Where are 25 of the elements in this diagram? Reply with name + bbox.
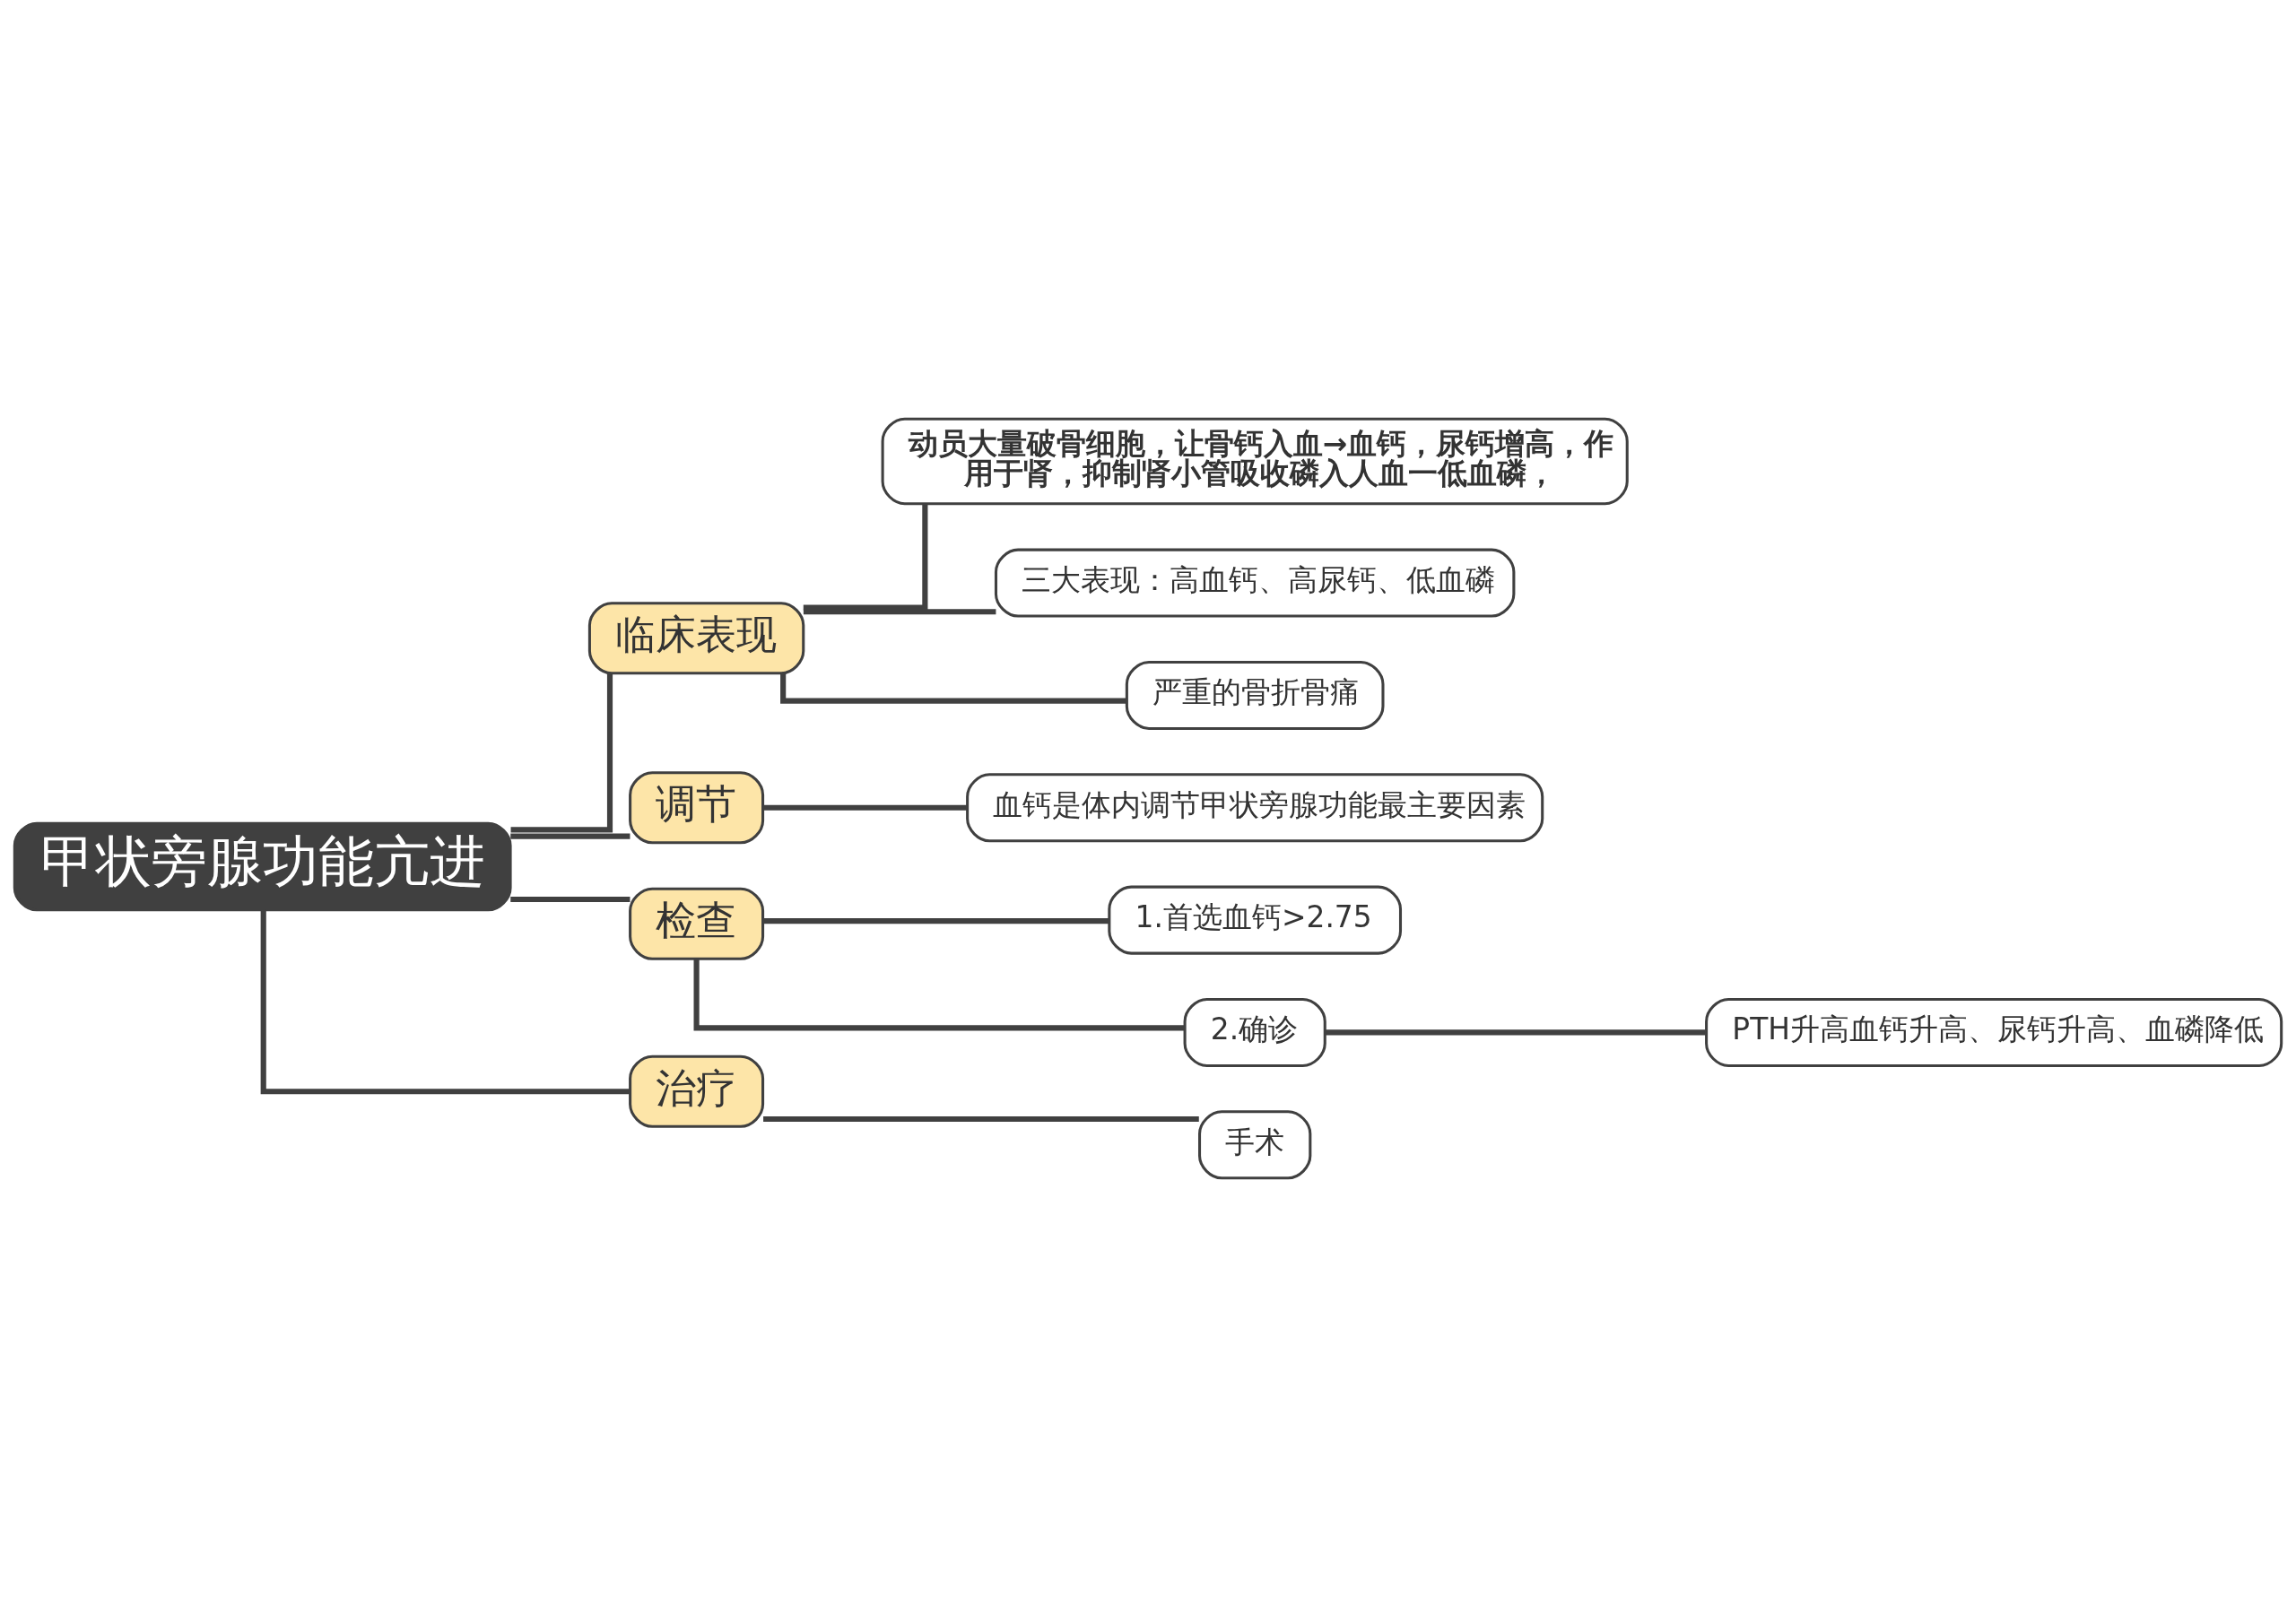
- node-box: 三大表现：高血钙、高尿钙、低血磷: [994, 548, 1516, 618]
- connector: [780, 673, 1127, 704]
- node-box: 严重的骨折骨痛: [1125, 660, 1385, 730]
- connector: [763, 804, 968, 811]
- node-box: 检查: [629, 887, 765, 960]
- connector: [510, 833, 631, 839]
- connector: [763, 1115, 1199, 1123]
- node-box: 临床表现: [587, 602, 805, 675]
- connector: [260, 909, 631, 1095]
- connector: [1325, 1029, 1706, 1036]
- node-box: 甲状旁腺功能亢进: [13, 821, 512, 912]
- connector: [693, 959, 1185, 1031]
- node-box: 2.确诊: [1183, 997, 1326, 1067]
- node-box: 1.首选血钙>2.75: [1108, 885, 1403, 955]
- node-box: 动员大量破骨细胞，让骨钙入血→血钙，尿钙增高，作用于肾，抑制肾小管吸收磷入人血一低血磷，: [881, 417, 1629, 506]
- node-box: 血钙是体内调节甲状旁腺功能最主要因素: [966, 773, 1544, 843]
- node-box: 治疗: [629, 1055, 765, 1128]
- connector: [803, 609, 996, 615]
- node-box: PTH升高血钙升高、尿钙升高、血磷降低: [1705, 997, 2283, 1067]
- connector: [803, 504, 928, 611]
- node-box: 调节: [629, 771, 765, 845]
- connector: [763, 918, 1109, 924]
- connector: [510, 673, 613, 833]
- node-box: 手术: [1198, 1110, 1312, 1180]
- connector: [510, 896, 631, 903]
